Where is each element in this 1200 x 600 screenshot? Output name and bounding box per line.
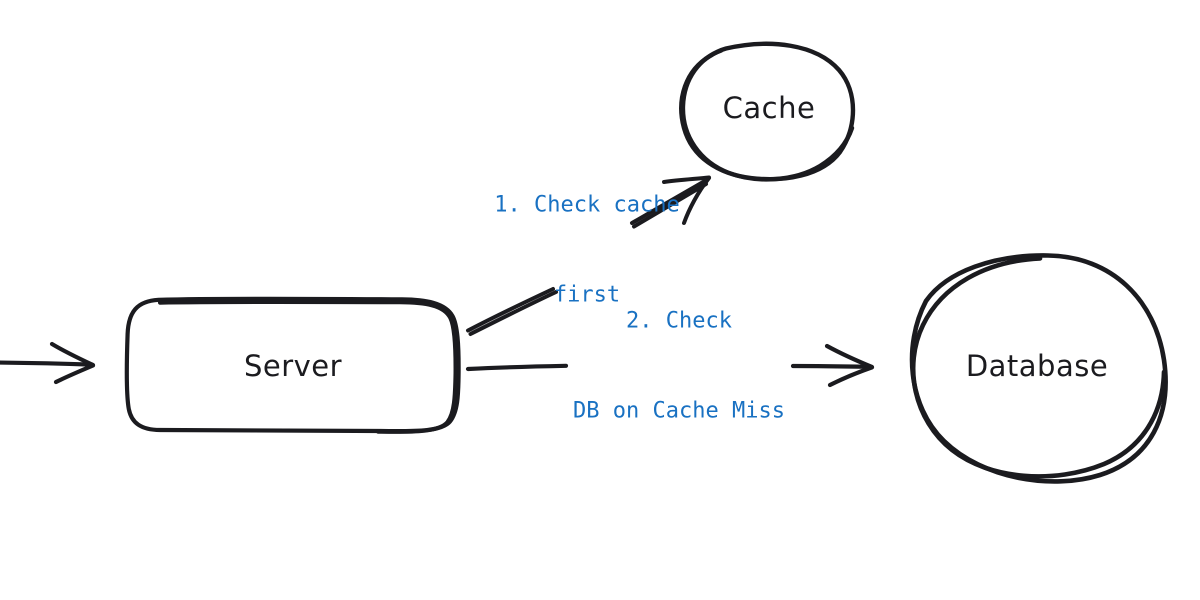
edge-label-check-cache-first: 1. Check cache first xyxy=(494,130,679,369)
node-shape-server[interactable] xyxy=(124,296,461,434)
arrowhead-incoming-request xyxy=(49,341,96,385)
node-label-cache: Cache xyxy=(722,91,816,125)
node-shape-database[interactable] xyxy=(909,253,1168,484)
edge-label-line-1: 1. Check cache xyxy=(494,192,680,218)
node-label-database: Database xyxy=(965,349,1109,383)
arrowhead-server-to-database xyxy=(824,343,875,388)
edge-label-line-2: DB on Cache Miss xyxy=(573,397,785,423)
node-label-server: Server xyxy=(243,349,343,383)
edge-incoming-request[interactable] xyxy=(0,341,96,385)
edge-label-line-1: 2. Check xyxy=(626,308,732,334)
edge-label-check-db-on-cache-miss: 2. Check DB on Cache Miss xyxy=(573,246,785,485)
node-shape-cache[interactable] xyxy=(679,41,856,182)
edge-label-line-2: first xyxy=(553,281,621,307)
edge-server-to-database[interactable] xyxy=(465,343,875,388)
edge-server-to-cache[interactable] xyxy=(466,175,711,336)
arrowhead-server-to-cache xyxy=(662,175,711,225)
